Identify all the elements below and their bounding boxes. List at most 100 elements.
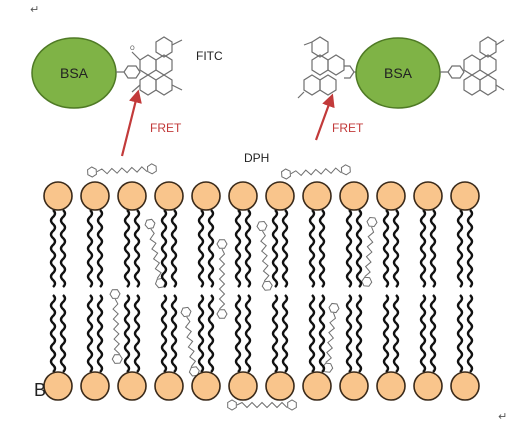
dph-probe: [180, 306, 200, 377]
lipid-head-upper: [117, 181, 147, 211]
dph-probe: [227, 399, 297, 411]
lipid-head-upper: [450, 181, 480, 211]
lipid-tail-upper: [170, 209, 178, 288]
lipid-tail-lower: [96, 294, 104, 373]
lipid-tail-upper: [318, 209, 326, 288]
dph-probe: [256, 220, 273, 291]
lipid-head-upper: [339, 181, 369, 211]
lipid-head-lower: [117, 371, 147, 401]
lipid-tail-upper: [429, 209, 437, 288]
lipid-tail-lower: [234, 294, 242, 373]
lipid-head-lower: [43, 371, 73, 401]
fret-arrow-right: [314, 93, 335, 141]
lipid-tail-lower: [382, 294, 390, 373]
lipid-tail-lower: [197, 294, 205, 373]
bsa-label-right: BSA: [384, 65, 413, 81]
lipid-tail-lower: [170, 294, 178, 373]
dph-label: DPH: [244, 151, 269, 165]
lipid-tail-upper: [207, 209, 215, 288]
lipid-tail-upper: [234, 209, 242, 288]
lipid-head-lower: [80, 371, 110, 401]
fitc-linker-left: [116, 65, 141, 79]
lipid-tail-upper: [466, 209, 474, 288]
lipid-tail-upper: [96, 209, 104, 288]
fitc-atom-label-left: O: [130, 45, 135, 52]
lipid-head-lower: [413, 371, 443, 401]
bsa-label-left: BSA: [60, 65, 89, 81]
bsa-protein-right: [355, 37, 441, 109]
dph-probe: [109, 289, 123, 364]
lipid-head-upper: [154, 181, 184, 211]
fitc-label: FITC: [196, 49, 223, 63]
lipid-head-lower: [376, 371, 406, 401]
lipid-tail-lower: [244, 294, 252, 373]
lipid-tail-lower: [456, 294, 464, 373]
lipid-tail-upper: [419, 209, 427, 288]
lipid-tail-lower: [59, 294, 67, 373]
lipid-tail-upper: [244, 209, 252, 288]
bsa-fitc-left: BSA O FITC FRET: [31, 36, 223, 157]
lipid-head-upper: [376, 181, 406, 211]
lipid-tail-upper: [86, 209, 94, 288]
lipid-tail-upper: [281, 209, 289, 288]
lipid-tail-lower: [429, 294, 437, 373]
lipid-tail-upper: [308, 209, 316, 288]
lipid-tail-lower: [419, 294, 427, 373]
lipid-tail-lower: [86, 294, 94, 373]
dph-probe: [361, 216, 378, 287]
lipid-tail-upper: [345, 209, 353, 288]
lipid-head-lower: [302, 371, 332, 401]
dph-probe-group: [87, 163, 378, 411]
lipid-tail-group: [49, 209, 474, 373]
lipid-tail-lower: [207, 294, 215, 373]
lipid-head-lower: [191, 371, 221, 401]
lipid-tail-upper: [456, 209, 464, 288]
lipid-tail-upper: [133, 209, 141, 288]
fret-label-left: FRET: [150, 121, 182, 135]
paragraph-mark-bottom: ↵: [498, 410, 507, 423]
lipid-tail-upper: [123, 209, 131, 288]
lipid-tail-upper: [392, 209, 400, 288]
lipid-tail-upper: [49, 209, 57, 288]
dph-probe: [87, 163, 157, 178]
dph-probe: [216, 239, 228, 319]
lipid-head-upper: [265, 181, 295, 211]
lipid-head-group: [43, 181, 480, 401]
lipid-head-upper: [80, 181, 110, 211]
lipid-head-upper: [228, 181, 258, 211]
fret-arrow-left: [120, 89, 142, 157]
lipid-tail-lower: [271, 294, 279, 373]
lipid-tail-upper: [197, 209, 205, 288]
lipid-head-lower: [265, 371, 295, 401]
lipid-tail-lower: [49, 294, 57, 373]
lipid-tail-lower: [318, 294, 326, 373]
lipid-tail-lower: [133, 294, 141, 373]
lipid-tail-upper: [271, 209, 279, 288]
bsa-fitc-right: BSA FRET: [297, 36, 505, 141]
fitc-dye-right-right: [463, 36, 505, 96]
lipid-head-lower: [450, 371, 480, 401]
lipid-head-upper: [413, 181, 443, 211]
lipid-tail-lower: [123, 294, 131, 373]
lipid-tail-lower: [308, 294, 316, 373]
lipid-tail-upper: [355, 209, 363, 288]
lipid-head-lower: [339, 371, 369, 401]
lipid-head-upper: [43, 181, 73, 211]
paragraph-mark-top: ↵: [30, 3, 39, 16]
fitc-dye-right-left: [297, 36, 355, 99]
lipid-tail-upper: [160, 209, 168, 288]
panel-label: B: [34, 380, 46, 400]
lipid-tail-lower: [281, 294, 289, 373]
fitc-linker-right-outer: [440, 65, 465, 79]
lipid-tail-lower: [160, 294, 168, 373]
lipid-tail-lower: [392, 294, 400, 373]
dph-probe: [281, 164, 351, 180]
lipid-tail-upper: [59, 209, 67, 288]
lipid-head-upper: [302, 181, 332, 211]
lipid-head-lower: [228, 371, 258, 401]
fret-label-right: FRET: [332, 121, 364, 135]
lipid-head-upper: [191, 181, 221, 211]
lipid-tail-lower: [345, 294, 353, 373]
fitc-dye-left: [131, 36, 183, 96]
